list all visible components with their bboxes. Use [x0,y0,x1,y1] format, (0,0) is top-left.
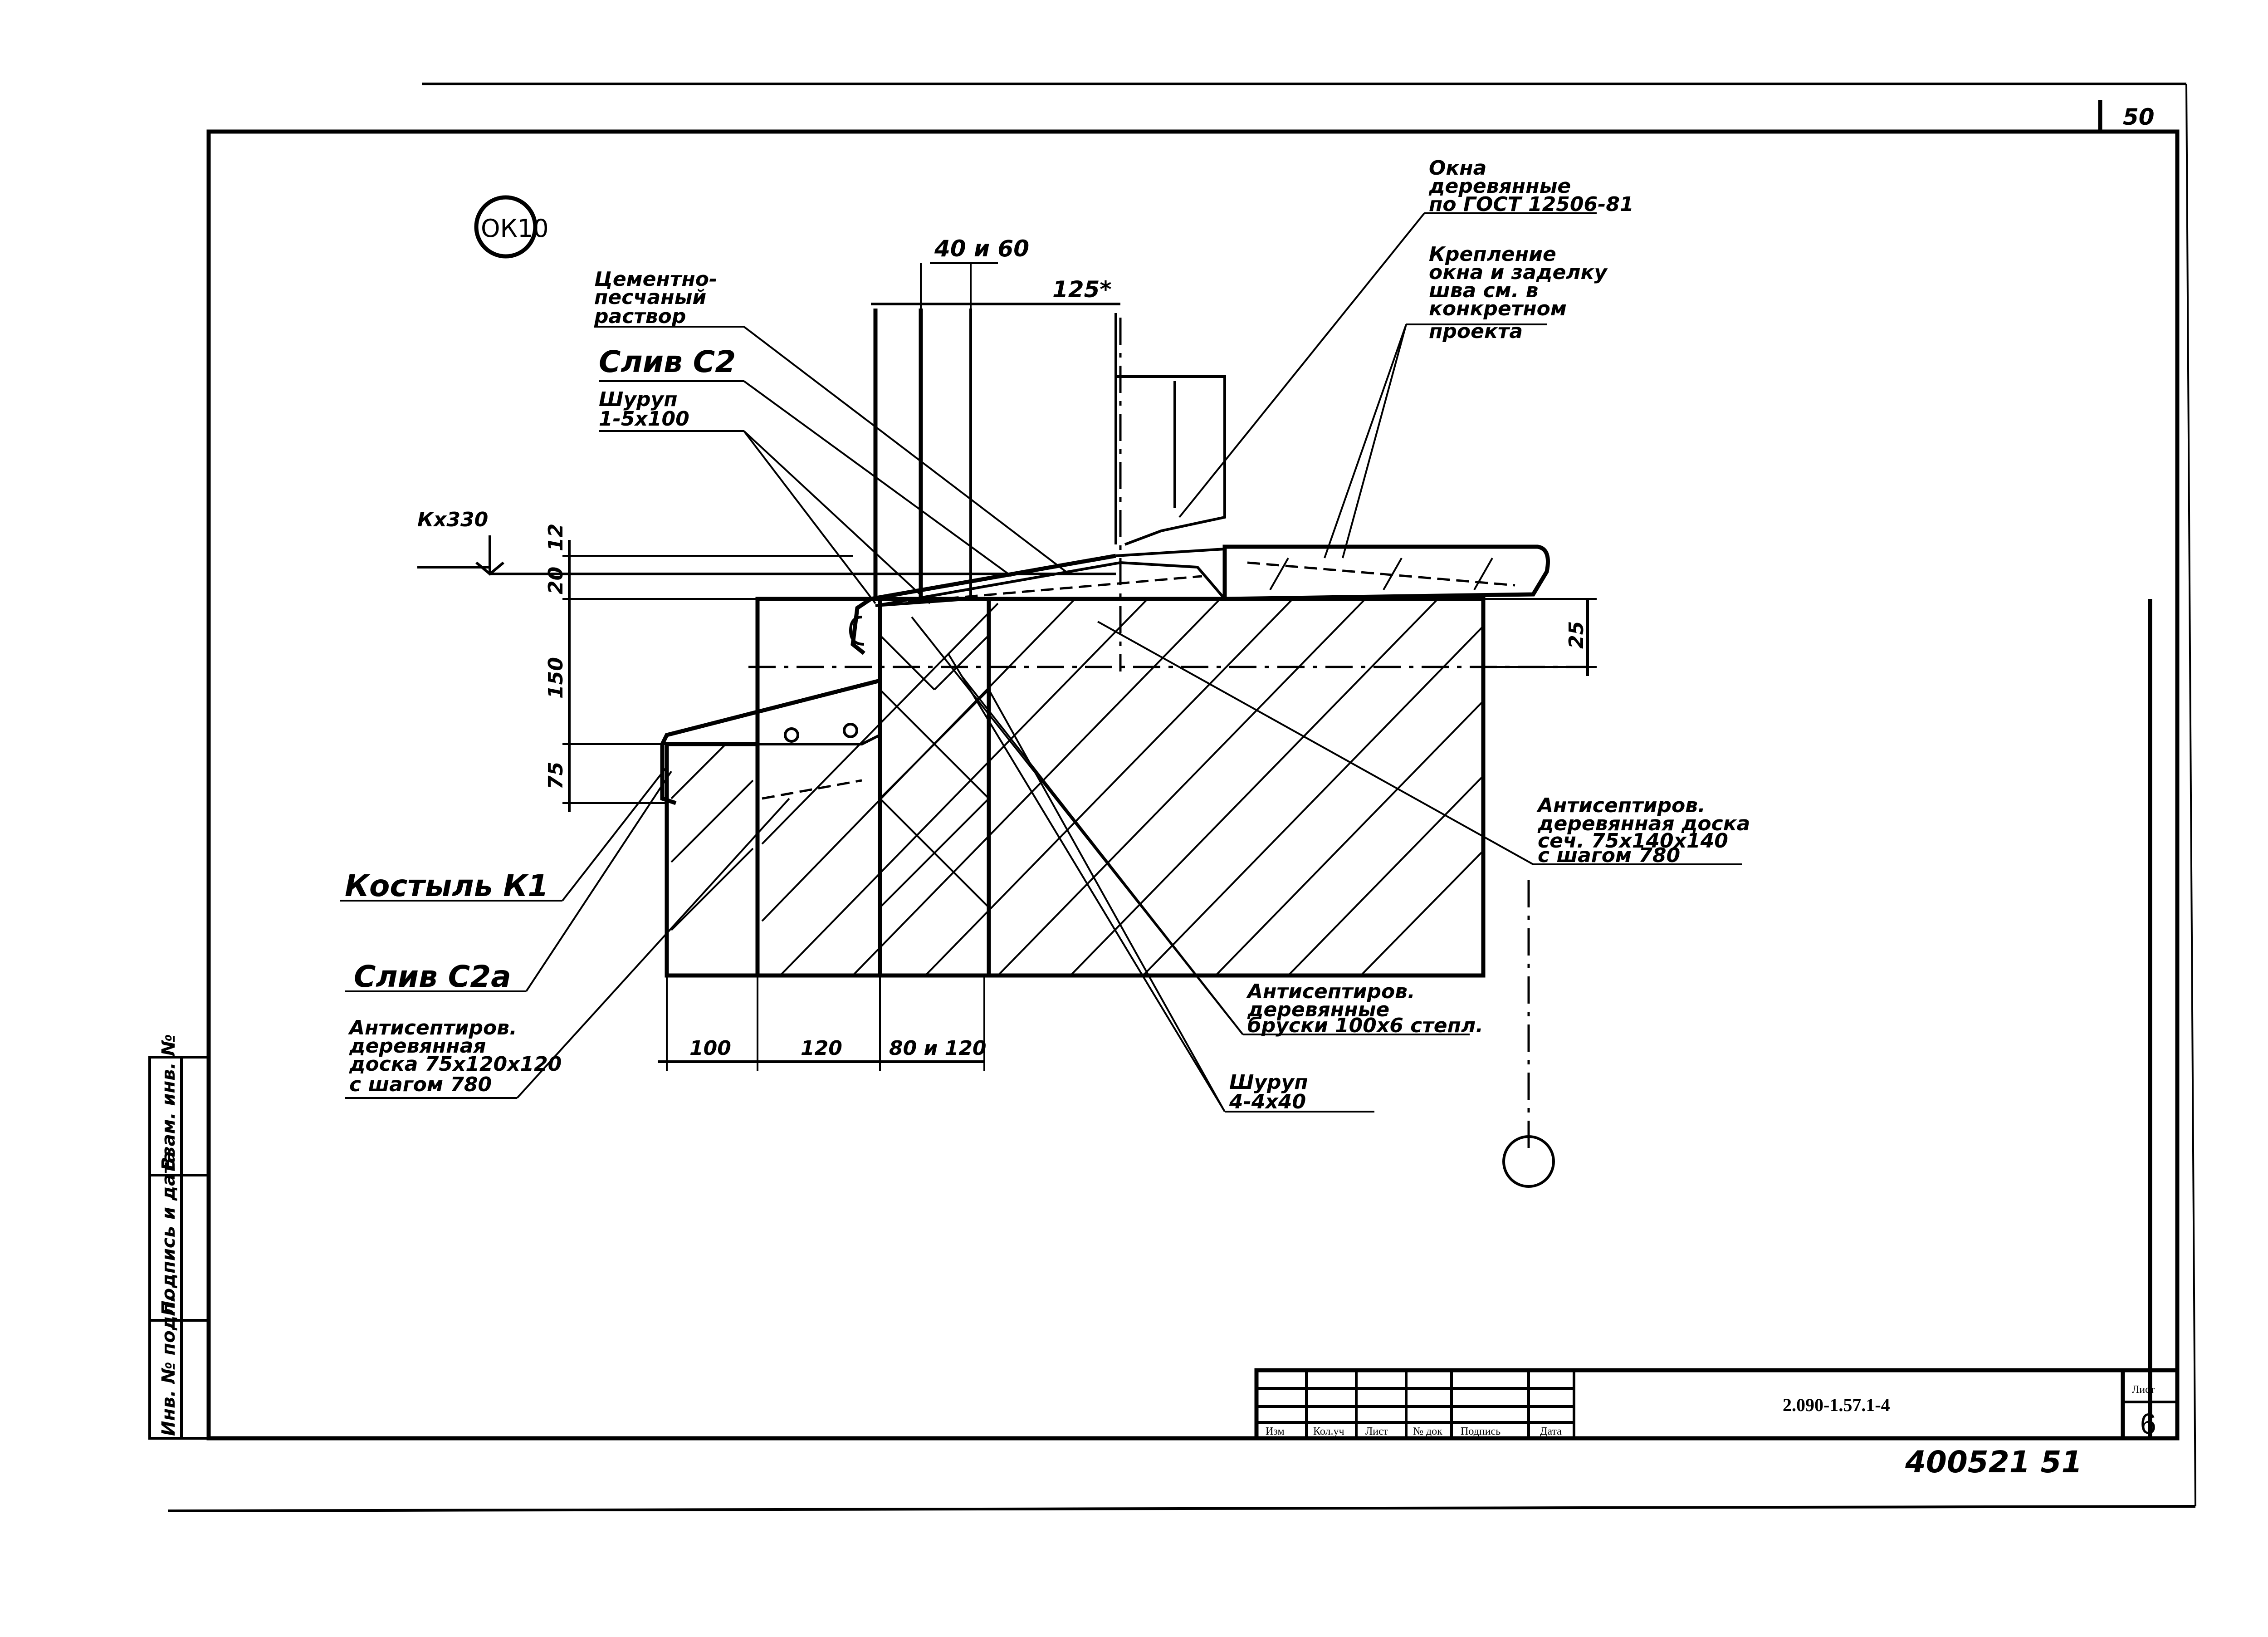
dim-80-120: 80 и 120 [889,1037,987,1060]
window-blocks-line2: деревянные [1428,175,1571,198]
mortar-line3: раствор [594,305,686,328]
screw-bottom-line2: 4-4х40 [1229,1090,1306,1113]
label-screw-bottom: Шуруп 4-4х40 [1229,1071,1308,1113]
wood-board-line1: Антисептиров. [1536,794,1706,817]
veneer-layer [665,742,760,978]
sheet-number: 6 [2140,1407,2156,1440]
wood-board2-line1: Антисептиров. [348,1016,517,1039]
wood-board2-line4: с шагом 780 [349,1073,492,1096]
level-mark: Кх330 [417,508,488,531]
label-wood-bars: Антисептиров. деревянные бруски 100х6 ст… [1246,980,1483,1037]
drip-c2 [849,548,1228,655]
window-blocks-line1: Окна [1429,157,1486,180]
tb-col-kol: Кол.уч [1313,1426,1344,1437]
dim-150: 150 [544,657,567,699]
dim-right-25: 25 [1565,621,1588,649]
level-marker [417,535,1116,576]
title-block [1254,1368,2180,1441]
dim-top-width: 40 и 60 [934,235,1029,262]
stamp-inv-label: Инв. № подл. [158,1295,179,1436]
dim-120: 120 [801,1037,842,1060]
window-frame [873,309,1226,599]
right-dimension [1483,598,1597,676]
axis-bubble [1502,1135,1555,1188]
label-drip-c2a: Слив С2а [354,959,511,994]
bracket-k1 [660,678,881,805]
leader-lines [340,212,1742,1113]
dim-12: 12 [544,524,567,551]
wood-board2-line2: деревянная [349,1034,486,1058]
screw-top-line1: Шуруп [599,388,678,411]
wood-bars-line1: Антисептиров. [1246,980,1415,1003]
wood-board-line2: деревянная доска [1537,812,1750,835]
bottom-dimensions [658,744,985,1071]
tb-col-doc: № док [1413,1426,1442,1437]
label-window-blocks: Окна деревянные по ГОСТ 12506-81 [1428,157,1634,216]
sheet-label: Лист [2132,1384,2155,1396]
dim-75: 75 [544,762,567,789]
doc-code: 2.090-1.57.1-4 [1783,1395,1890,1415]
mounting-note-line3: шва см. в [1429,279,1539,302]
label-wood-board-2: Антисептиров. деревянная доска 75х120х12… [348,1016,562,1096]
wall-section [755,597,1486,978]
window-sill [1222,544,1550,601]
label-wood-board: Антисептиров. деревянная доска сеч. 75х1… [1536,794,1750,867]
top-dimensions [871,262,1120,313]
page-number: 50 [2123,104,2155,130]
label-bracket-k1: Костыль К1 [345,868,548,903]
screw-top-line2: 1-5х100 [599,407,689,431]
detail-mark: ОК10 [481,214,549,243]
window-blocks-line3: по ГОСТ 12506-81 [1429,193,1634,216]
label-mounting-note: Крепление окна и заделку шва см. в конкр… [1429,243,1608,343]
label-drip-c2: Слив С2 [599,344,736,379]
mortar-line2: песчаный [594,286,706,309]
mounting-note-line1: Крепление [1429,243,1556,266]
mounting-note-line5: проекта [1429,320,1523,343]
side-stamp [148,1056,210,1440]
wood-board-line4: с шагом 780 [1538,844,1680,867]
tb-col-sign: Подпись [1461,1426,1501,1437]
stamp-sign-label: Подпись и дата [158,1151,179,1316]
sheet-frame [167,83,2196,1512]
dim-top-offset: 125* [1052,276,1112,303]
wood-board2-line3: доска 75х120х120 [349,1053,562,1076]
mounting-note-line4: конкретном [1429,297,1567,320]
dim-100: 100 [689,1037,731,1060]
detail-mark-circle [474,195,538,259]
bottom-code: 400521 51 [1905,1445,2082,1480]
tb-col-list: Лист [1365,1426,1388,1437]
label-mortar: Цементно- песчаный раствор [594,268,717,328]
label-screw-top: Шуруп 1-5х100 [599,388,689,431]
tb-col-date: Дата [1540,1426,1562,1437]
mortar-line1: Цементно- [594,268,717,291]
wood-board-line3: сеч. 75х140х140 [1538,829,1728,853]
wood-bars-line3: бруски 100х6 степл. [1247,1014,1483,1037]
stamp-replace-label: Взам. инв. № [158,1034,179,1171]
wood-bars-line2: деревянные [1247,998,1389,1021]
mounting-note-line2: окна и заделку [1429,261,1608,284]
dim-20: 20 [544,567,567,594]
screw-bottom-line1: Шуруп [1229,1071,1308,1094]
insulation-layer [878,597,991,978]
tb-col-izm: Изм [1266,1426,1285,1437]
vertical-dimensions [562,540,853,812]
